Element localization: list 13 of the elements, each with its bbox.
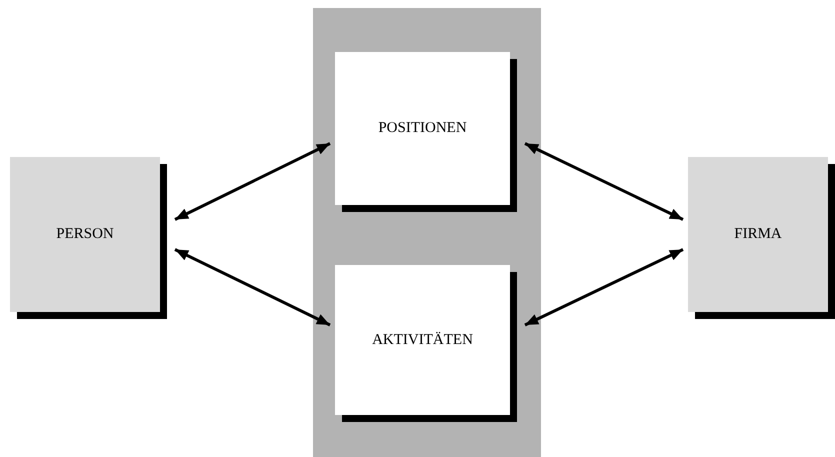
process-box <box>335 265 510 415</box>
entity-box <box>10 157 160 312</box>
group-band <box>313 8 541 457</box>
node-label: POSITIONEN <box>378 120 467 137</box>
entity-box <box>688 157 828 312</box>
process-box <box>335 52 510 205</box>
node-label: FIRMA <box>734 226 782 243</box>
arrow <box>174 142 331 221</box>
arrow <box>174 248 331 326</box>
node-label: PERSON <box>56 226 114 243</box>
node-label: AKTIVITÄTEN <box>372 332 473 348</box>
arrow <box>524 142 684 221</box>
arrow <box>524 248 684 326</box>
